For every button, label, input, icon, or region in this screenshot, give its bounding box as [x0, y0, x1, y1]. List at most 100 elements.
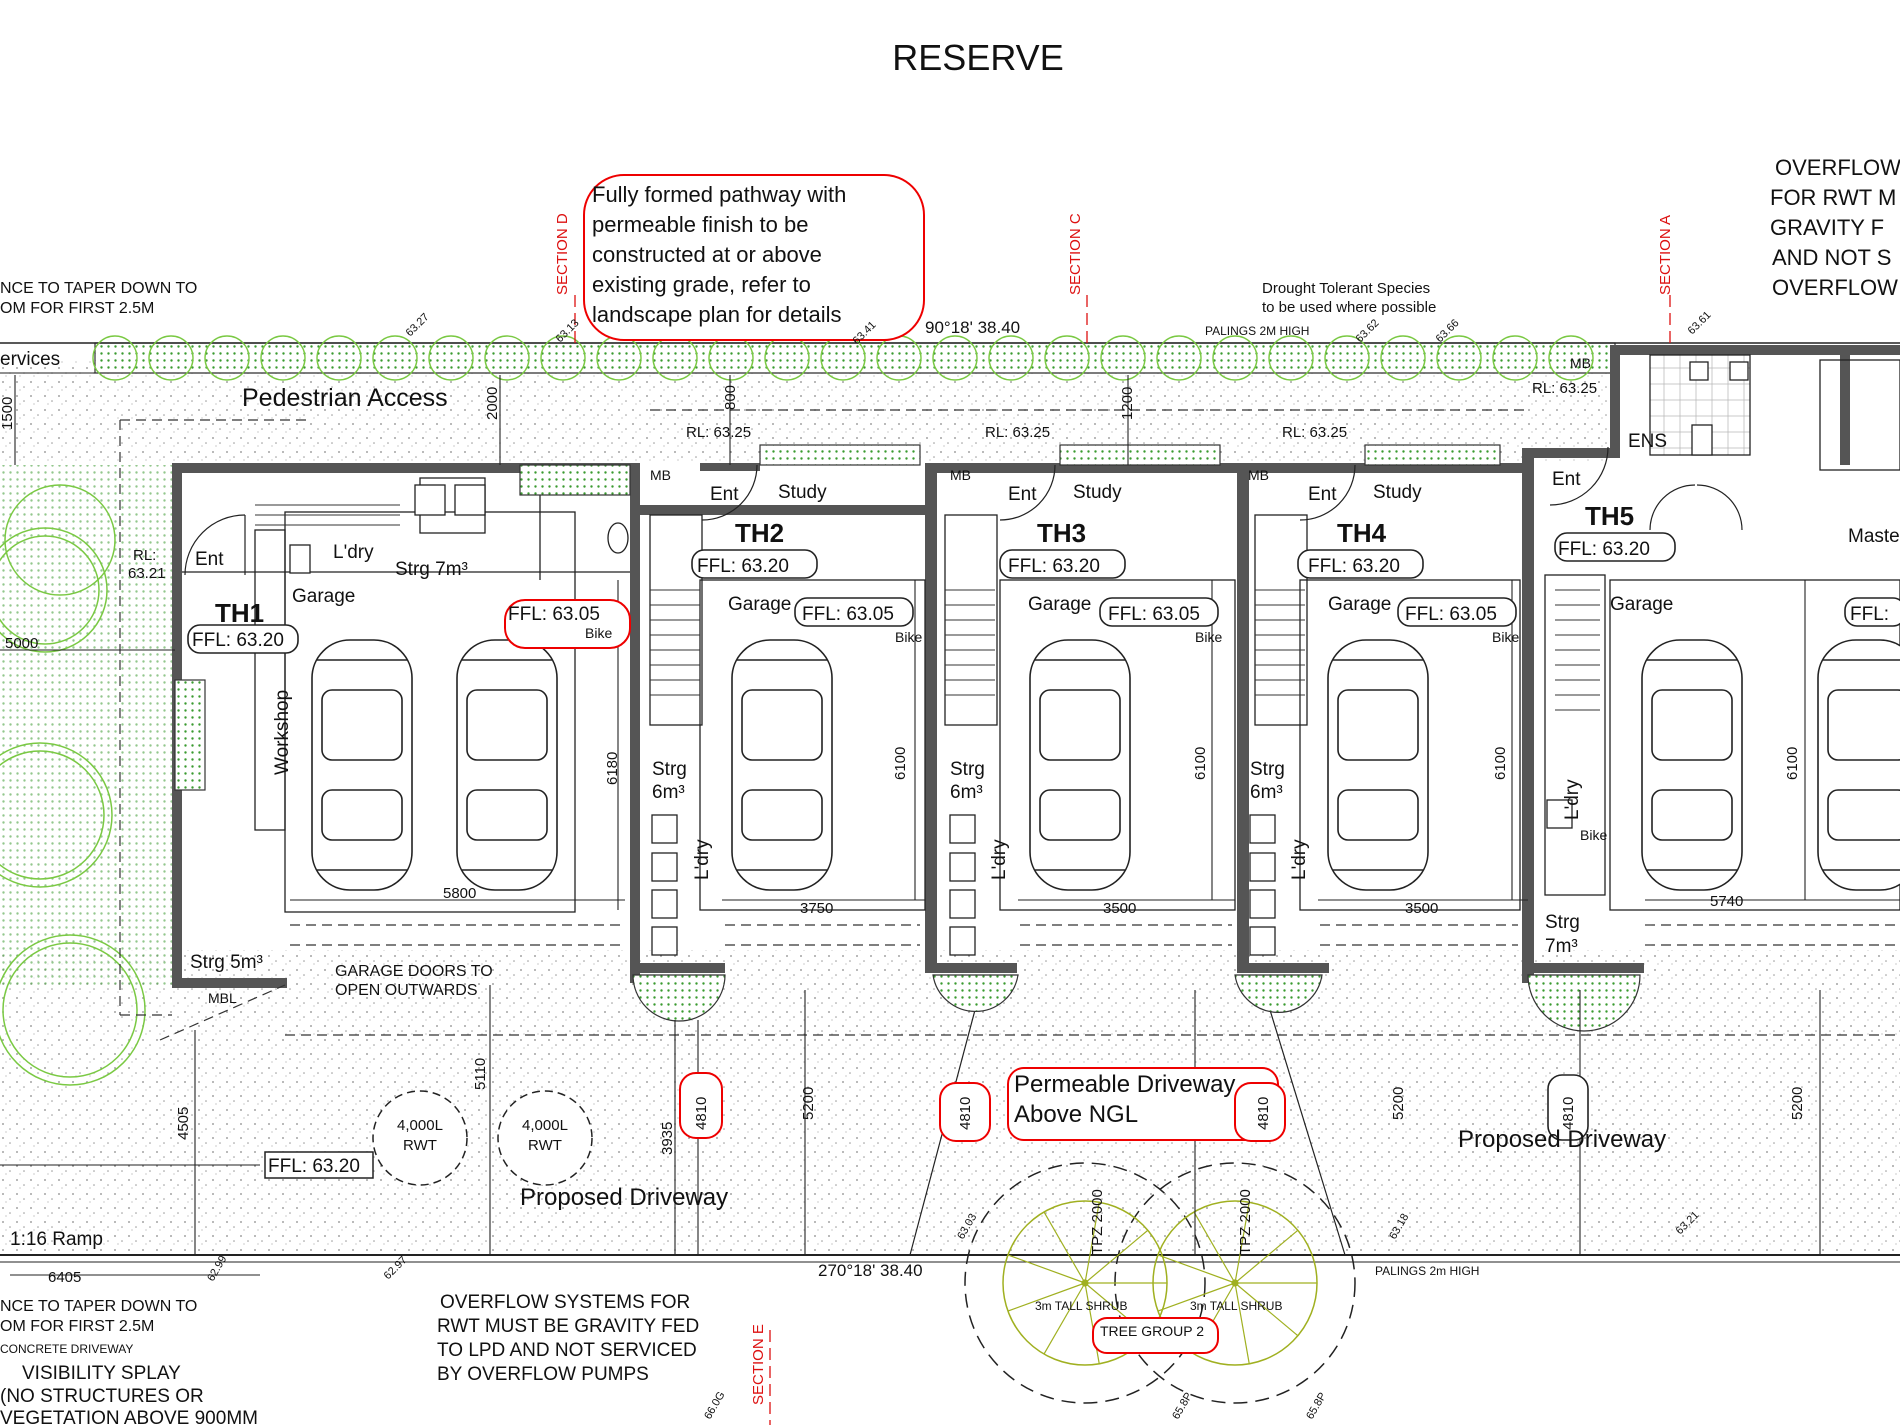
th1-labels: TH1 FFL: 63.20 FFL: 63.05 Ent L'dry Gara… [128, 542, 612, 1006]
left-lawn [0, 465, 175, 985]
permeable-note: Permeable Driveway Above NGL [1014, 1071, 1235, 1128]
svg-text:Strg: Strg [652, 759, 687, 780]
tree-group-labels: TREE GROUP 2 3m TALL SHRUB 3m TALL SHRUB… [1035, 1189, 1282, 1339]
visibility-splay-note: VISIBILITY SPLAY (NO STRUCTURES OR VEGET… [0, 1363, 258, 1425]
hedge-shrub-icon [1044, 335, 1090, 381]
section-lines [574, 295, 1671, 1425]
rwt-tanks [372, 1090, 593, 1186]
tree-group [964, 1162, 1356, 1404]
svg-text:62.97: 62.97 [382, 1254, 410, 1282]
svg-text:65.8P: 65.8P [1170, 1391, 1195, 1422]
svg-text:4,000L: 4,000L [397, 1117, 443, 1134]
svg-text:Strg 5m³: Strg 5m³ [190, 952, 263, 973]
svg-text:OM FOR FIRST 2.5M: OM FOR FIRST 2.5M [0, 1318, 154, 1335]
svg-text:4810: 4810 [957, 1097, 974, 1130]
hedge-shrub-icon [1548, 335, 1594, 381]
svg-text:AND NOT S: AND NOT S [1772, 245, 1891, 270]
svg-text:constructed at or above: constructed at or above [592, 242, 822, 267]
svg-text:Study: Study [778, 482, 827, 503]
svg-text:63.61: 63.61 [1686, 309, 1714, 337]
svg-text:FFL: 63.05: FFL: 63.05 [1108, 604, 1200, 625]
svg-text:FFL: 63.20: FFL: 63.20 [1558, 539, 1650, 560]
svg-text:Strg: Strg [1545, 912, 1580, 933]
car-icon [1817, 639, 1900, 891]
svg-text:Bike: Bike [585, 625, 612, 641]
svg-text:FFL: 63.20: FFL: 63.20 [1308, 556, 1400, 577]
svg-text:FFL: 63.20: FFL: 63.20 [1008, 556, 1100, 577]
svg-text:TH1: TH1 [215, 598, 264, 628]
bearing-top: 90°18' 38.40 [925, 318, 1020, 337]
svg-text:FFL: 63.05: FFL: 63.05 [802, 604, 894, 625]
svg-text:to be used where possible: to be used where possible [1262, 299, 1436, 316]
svg-text:4,000L: 4,000L [522, 1117, 568, 1134]
overflow-note-top: OVERFLOW FOR RWT M GRAVITY F AND NOT S O… [1770, 155, 1900, 300]
svg-text:3m TALL SHRUB: 3m TALL SHRUB [1035, 1299, 1127, 1313]
svg-text:FFL: 63.05: FFL: 63.05 [1405, 604, 1497, 625]
dimension-labels: 2000 1500 800 1200 5000 6180 6100 6100 6… [0, 385, 1806, 1286]
svg-text:6m³: 6m³ [1250, 782, 1283, 803]
svg-text:Bike: Bike [895, 629, 922, 645]
svg-text:4810: 4810 [1560, 1097, 1577, 1130]
hedge-shrub-icon [932, 335, 978, 381]
svg-text:66.0G: 66.0G [702, 1390, 727, 1422]
svg-text:TH3: TH3 [1037, 518, 1086, 548]
svg-text:L'dry: L'dry [333, 542, 374, 563]
svg-text:63.62: 63.62 [1354, 317, 1382, 345]
hedge-shrub-icon [372, 335, 418, 381]
svg-text:ENS: ENS [1628, 431, 1667, 452]
svg-text:4810: 4810 [1255, 1097, 1272, 1130]
car-icon [456, 639, 558, 891]
red-clouds [504, 174, 1286, 1354]
overflow-note-bottom: OVERFLOW SYSTEMS FOR RWT MUST BE GRAVITY… [437, 1292, 699, 1385]
svg-text:NCE TO TAPER DOWN TO: NCE TO TAPER DOWN TO [0, 1298, 197, 1315]
svg-text:Fully formed pathway with: Fully formed pathway with [592, 182, 846, 207]
title-reserve: RESERVE [892, 37, 1063, 78]
cars [311, 639, 1900, 891]
svg-text:Strg: Strg [1250, 759, 1285, 780]
hedge-shrub-icon [1436, 335, 1482, 381]
th3-labels: TH3 FFL: 63.20 FFL: 63.05 RL: 63.25 Ent … [950, 424, 1222, 880]
svg-text:62.99: 62.99 [205, 1254, 229, 1284]
dashed-overhead-lines [119, 409, 1900, 1041]
svg-text:Maste: Maste [1848, 526, 1900, 547]
svg-text:Strg: Strg [950, 759, 985, 780]
svg-text:FFL:: FFL: [1850, 604, 1889, 625]
svg-text:65.8P: 65.8P [1304, 1391, 1329, 1422]
svg-text:3935: 3935 [659, 1122, 676, 1155]
hedge-shrub-icon [1100, 335, 1146, 381]
stair-treads [255, 504, 1600, 711]
svg-text:Ent: Ent [1008, 484, 1037, 505]
door-swings [184, 446, 1743, 576]
svg-text:Garage: Garage [728, 594, 791, 615]
car-icon [1029, 639, 1131, 891]
svg-text:6405: 6405 [48, 1269, 81, 1286]
svg-text:RWT MUST BE GRAVITY FED: RWT MUST BE GRAVITY FED [437, 1316, 699, 1337]
svg-text:MB: MB [1570, 355, 1591, 371]
svg-text:3500: 3500 [1405, 900, 1438, 917]
svg-text:L'dry: L'dry [692, 839, 713, 880]
bearing-bottom: 270°18' 38.40 [818, 1261, 923, 1280]
palings-bottom: PALINGS 2m HIGH [1375, 1264, 1479, 1278]
svg-text:Ent: Ent [195, 549, 224, 570]
hedge-shrub-icon [204, 335, 250, 381]
svg-text:1200: 1200 [1119, 387, 1136, 420]
svg-text:5740: 5740 [1710, 893, 1743, 910]
svg-text:permeable finish to be: permeable finish to be [592, 212, 808, 237]
ffl-ramp-tag: FFL: 63.20 [268, 1156, 360, 1177]
svg-text:MB: MB [650, 467, 671, 483]
svg-text:6100: 6100 [892, 747, 909, 780]
svg-text:MB: MB [1248, 467, 1269, 483]
svg-text:GRAVITY F: GRAVITY F [1770, 215, 1884, 240]
pathway-note: Fully formed pathway with permeable fini… [592, 182, 846, 327]
palings-top: PALINGS 2M HIGH [1205, 324, 1309, 338]
svg-text:TH4: TH4 [1337, 518, 1387, 548]
svg-text:OVERFLOW: OVERFLOW [1772, 275, 1898, 300]
svg-text:RWT: RWT [403, 1137, 437, 1154]
hedge-shrub-icon [260, 335, 306, 381]
svg-text:RL: 63.25: RL: 63.25 [1532, 380, 1597, 397]
svg-text:6100: 6100 [1192, 747, 1209, 780]
drought-note: Drought Tolerant Species to be used wher… [1262, 280, 1436, 316]
svg-text:L'dry: L'dry [1562, 779, 1583, 820]
pedestrian-access-label: Pedestrian Access [242, 384, 448, 412]
